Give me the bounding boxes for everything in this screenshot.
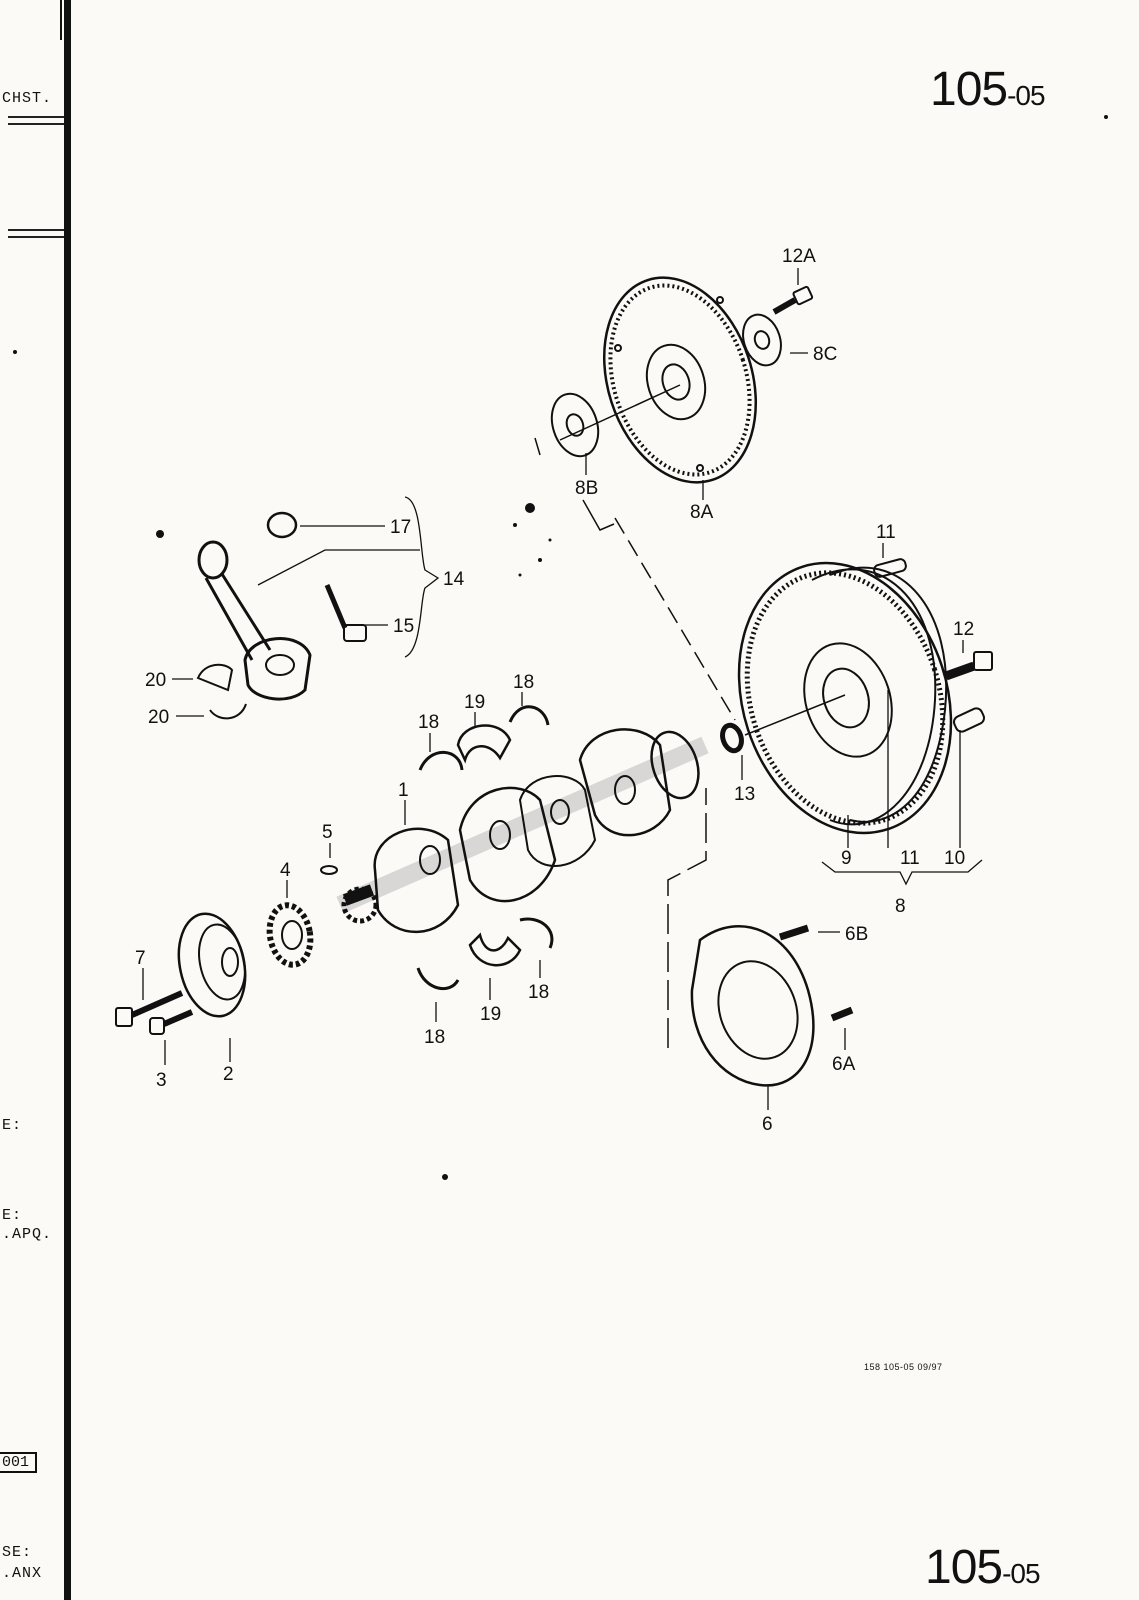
page-number-top-main: 105 [930,63,1008,116]
dowel-sleeve-10 [952,707,986,733]
bolt-12A [772,285,814,315]
callout-6A: 6A [832,1054,856,1075]
callout-20-top: 20 [145,670,166,691]
callout-8B: 8B [575,478,598,499]
connecting-rod-14 [197,540,312,701]
margin-rule-top [60,0,62,40]
callout-8A: 8A [690,502,714,523]
page-number-bottom-sub: -05 [1002,1558,1040,1589]
footer-reference: 158 105-05 09/97 [864,1362,943,1372]
margin-label-apq: .APQ. [2,1226,53,1243]
assembly-dashline [667,788,707,1048]
leader-lines [142,268,983,1110]
callout-6B: 6B [845,924,868,945]
woodruff-key-5 [320,865,338,875]
timing-gear-4 [266,902,314,968]
margin-double-rule-2 [8,229,64,238]
callout-18-d: 18 [424,1027,445,1048]
callout-18-b: 18 [513,672,534,693]
callout-9: 9 [841,848,852,869]
margin-label-anx: .ANX [2,1565,43,1582]
margin-code-box: 001 [0,1452,38,1473]
callout-11-top: 11 [876,522,896,543]
callout-18-a: 18 [418,712,439,733]
bushing-13 [720,722,744,754]
bolt-3 [149,1009,194,1035]
axis-dashline-diagonal [614,517,736,721]
callout-12: 12 [953,619,974,640]
sprocket-gear [341,886,379,924]
callout-4: 4 [280,860,291,881]
callout-1: 1 [398,780,409,801]
margin-label-e1: E: [2,1117,23,1134]
margin-label-chst: CHST. [2,90,53,107]
rod-bolt-15 [324,584,367,642]
cover-plate-6 [690,924,815,1087]
page-number-bottom: 105-05 [925,1540,1041,1595]
margin-double-rule-1 [8,116,64,125]
callout-12A: 12A [782,246,816,267]
shim-plate-8B [550,392,600,458]
bushing-17 [266,511,298,539]
pulley-2 [177,912,247,1018]
callout-5: 5 [322,822,333,843]
callout-2: 2 [223,1064,234,1085]
page-number-bottom-main: 105 [925,1541,1003,1594]
main-bearing-19-upper [456,724,512,764]
dowel-pin-11 [873,558,907,578]
callout-17: 17 [390,517,411,538]
flywheel-9 [737,561,953,835]
thrust-washers-18 [416,705,554,990]
callout-labels: 12A 8C 8B 8A 17 14 15 11 12 20 20 18 19 … [135,246,974,1135]
margin-label-se: SE: [2,1544,33,1561]
callout-11-bottom: 11 [900,848,920,869]
axis-line-upper [559,384,681,441]
bearing-shell-20 [196,663,247,720]
margin-rule [64,0,71,1600]
main-bearing-19-lower [468,932,522,967]
callout-8: 8 [895,896,906,917]
callout-20-bottom: 20 [148,707,169,728]
page-number-top-sub: -05 [1007,80,1045,111]
callout-8C: 8C [813,344,837,365]
callout-19-bottom: 19 [480,1004,501,1025]
bolt-6A [830,1006,854,1022]
shim-plate-8C [742,313,782,367]
page-number-top: 105-05 [930,62,1046,117]
axis-line-flywheel [744,694,846,736]
drive-plate-8A [602,276,758,484]
bolt-12 [944,651,993,681]
callout-19-top: 19 [464,692,485,713]
callout-3: 3 [156,1070,167,1091]
callout-18-c: 18 [528,982,549,1003]
callout-13: 13 [734,784,755,805]
callout-6: 6 [762,1114,773,1135]
callout-15: 15 [393,616,414,637]
callout-10: 10 [944,848,965,869]
callout-14: 14 [443,569,465,590]
bolt-6B [778,924,810,941]
margin-label-e2: E: [2,1207,23,1224]
crankshaft-1 [336,728,709,934]
scan-speckles [13,115,1108,1180]
bolt-7 [115,990,184,1027]
callout-7: 7 [135,948,146,969]
axis-dashline-upper [534,437,615,531]
